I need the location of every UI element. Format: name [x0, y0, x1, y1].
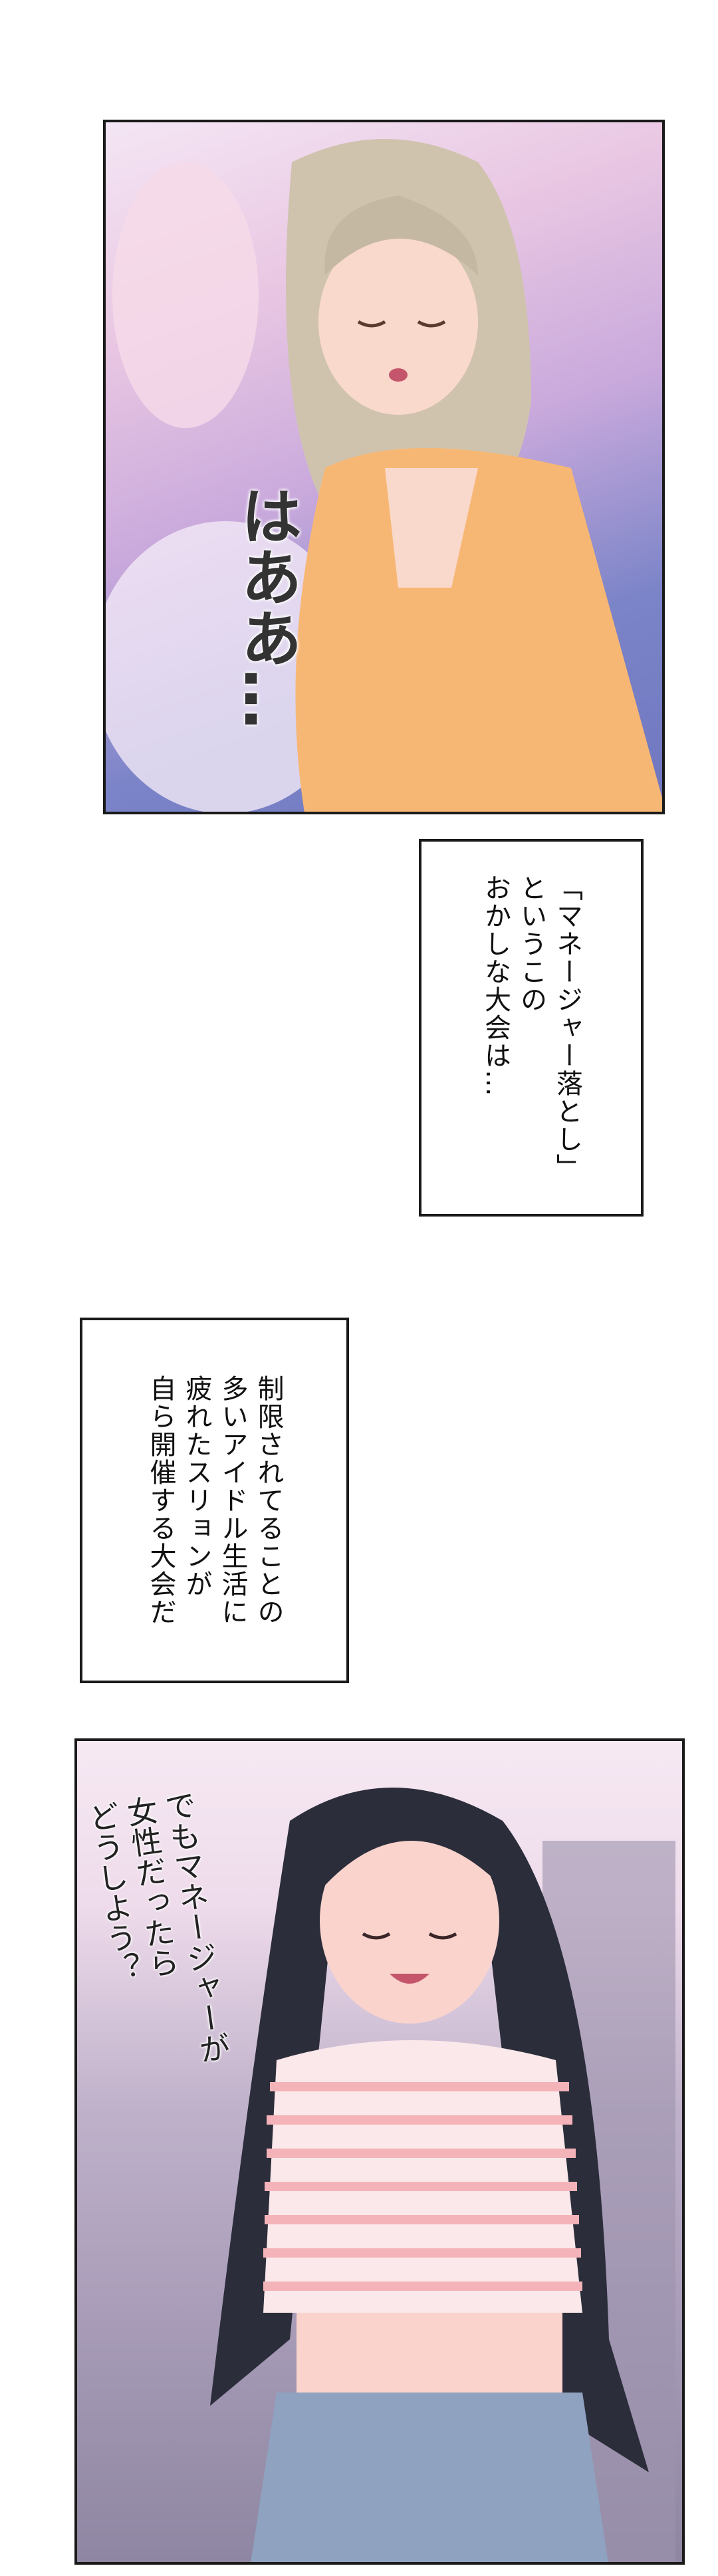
blurred-figure-body: [106, 521, 358, 812]
sigh-sound-effect: はああ…: [231, 485, 302, 729]
orange-cardigan: [295, 448, 662, 812]
narration-text-1: 「マネージャー落とし」 というこの おかしな大会は…: [480, 874, 582, 1181]
panel-2-artwork: [210, 1788, 675, 2562]
blurred-figure: [112, 162, 259, 428]
closed-eyes: [357, 320, 446, 328]
open-mouth: [389, 368, 408, 382]
top-stripes: [263, 2082, 582, 2291]
face: [320, 1817, 499, 2024]
face: [318, 229, 478, 415]
bangs: [323, 1801, 503, 1887]
midriff: [297, 2313, 562, 2393]
narration-text-2: 制限されてることの 多いアイドル生活に 疲れたスリョンが 自ら開催する大会だ: [145, 1375, 284, 1626]
denim-skirt: [251, 2393, 608, 2562]
closed-eyes: [362, 1932, 457, 1940]
comic-panel-1: はああ…: [103, 120, 665, 814]
panel-1-artwork: [106, 139, 662, 812]
neckline: [385, 468, 478, 588]
comic-panel-2: [74, 1738, 685, 2565]
striped-top: [263, 2040, 582, 2313]
bangs: [324, 195, 478, 275]
narration-box-1: 「マネージャー落とし」 というこの おかしな大会は…: [419, 839, 644, 1217]
narration-box-2: 制限されてることの 多いアイドル生活に 疲れたスリョンが 自ら開催する大会だ: [80, 1318, 349, 1683]
smiling-mouth: [390, 1974, 429, 1984]
